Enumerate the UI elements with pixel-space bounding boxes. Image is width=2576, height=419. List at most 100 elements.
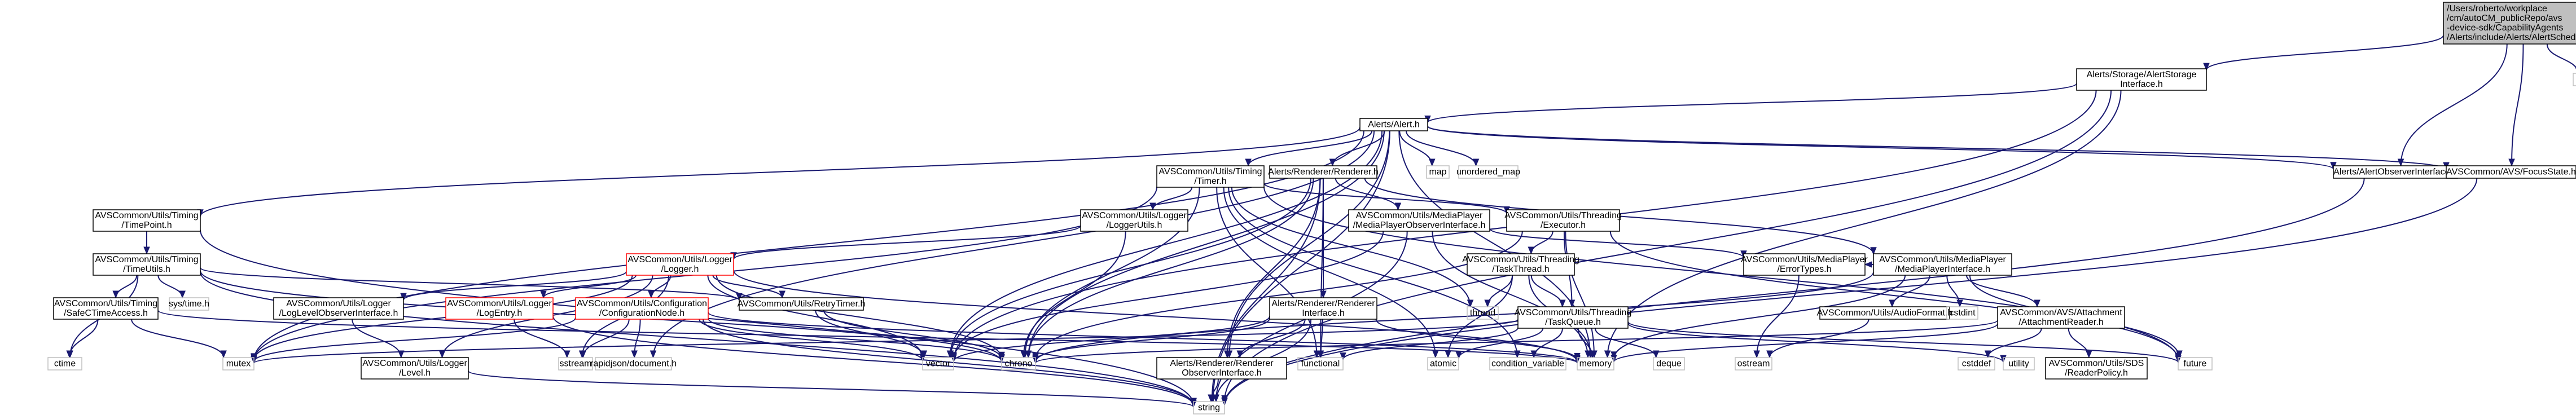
node-label-atomic: atomic (1430, 359, 1456, 369)
node-label-errortypes: /ErrorTypes.h (1777, 264, 1831, 274)
node-label-alertstorage: Alerts/Storage/AlertStorage (2087, 70, 2197, 80)
edge-confignode-to-memory (708, 311, 1578, 363)
node-label-mpi: /MediaPlayerInterface.h (1895, 264, 1990, 274)
edge-logger-to-retrytimer (712, 275, 783, 298)
node-ctime: ctime (47, 357, 82, 371)
node-sstream: sstream (558, 357, 593, 371)
edge-executor-to-future (1609, 231, 2179, 360)
edge-logger-to-loglevelobs (403, 271, 627, 301)
node-label-map: map (1429, 167, 1446, 177)
node-safectime[interactable]: AVSCommon/Utils/Timing/SafeCTimeAccess.h (53, 297, 159, 320)
arrowhead-confignode-to-rapidjson (631, 350, 638, 359)
node-label-taskqueue: AVSCommon/Utils/Threading (1515, 308, 1632, 317)
node-timer[interactable]: AVSCommon/Utils/Timing/Timer.h (1156, 165, 1265, 188)
edge-timeutils-to-retrytimer (200, 267, 740, 301)
node-label-logentry: /LogEntry.h (477, 308, 523, 318)
edge-confignode-to-string (702, 319, 1194, 405)
node-rapidjson: rapidjson/document.h (590, 357, 677, 371)
edge-renderer-to-vector (950, 178, 1311, 358)
dependency-nodes: /Users/roberto/workplace/cm/autoCM_publi… (47, 2, 2576, 414)
node-loglevel[interactable]: AVSCommon/Utils/Logger/Level.h (361, 357, 469, 380)
arrowhead-rendererobs-to-string (1208, 394, 1214, 403)
node-executor[interactable]: AVSCommon/Utils/Threading/Executor.h (1504, 209, 1622, 232)
node-box-ostream (1735, 357, 1772, 371)
node-label-rendererobs: ObserverInterface.h (1182, 368, 1261, 378)
node-audioformat[interactable]: AVSCommon/Utils/AudioFormat.h (1817, 306, 1953, 320)
node-memory: memory (1577, 357, 1614, 371)
edge-timer-to-executor (1263, 183, 1507, 214)
node-box-rapidjson (595, 357, 672, 371)
node-label-rendererif: Alerts/Renderer/Renderer (1271, 299, 1375, 308)
node-cstddef: cstddef (1958, 357, 1995, 371)
edge-alert-to-timer (1248, 130, 1373, 166)
edge-renderer-to-mpobs (1335, 178, 1399, 210)
node-logger[interactable]: AVSCommon/Utils/Logger/Logger.h (626, 253, 734, 276)
node-timeutils[interactable]: AVSCommon/Utils/Timing/TimeUtils.h (93, 253, 201, 276)
node-loglevelobs[interactable]: AVSCommon/Utils/Logger/LogLevelObserverI… (273, 297, 404, 320)
node-taskqueue[interactable]: AVSCommon/Utils/Threading/TaskQueue.h (1515, 306, 1632, 329)
node-label-mutex: mutex (226, 359, 251, 369)
edge-confignode-to-mutex (253, 317, 576, 362)
node-taskthread[interactable]: AVSCommon/Utils/Threading/TaskThread.h (1462, 253, 1579, 276)
node-label-sdsreader: /ReaderPolicy.h (2065, 368, 2128, 378)
node-retrytimer[interactable]: AVSCommon/Utils/RetryTimer.h (738, 297, 866, 311)
node-label-safectime: /SafeCTimeAccess.h (64, 308, 148, 318)
edge-alertobs-to-string (1224, 178, 2365, 405)
node-label-cstdint: cstdint (1949, 308, 1976, 318)
node-confignode[interactable]: AVSCommon/Utils/Configuration/Configurat… (575, 297, 709, 320)
node-rendererobs[interactable]: Alerts/Renderer/RendererObserverInterfac… (1156, 357, 1287, 380)
arrowhead-timepoint-to-timeutils (143, 246, 150, 255)
node-box-utility (2003, 357, 2035, 371)
node-sdsreader[interactable]: AVSCommon/Utils/SDS/ReaderPolicy.h (2045, 357, 2148, 380)
node-label-root: /Alerts/include/Alerts/AlertScheduler.h (2447, 33, 2576, 42)
node-systime: sys/time.h (169, 297, 209, 311)
node-chrono: chrono (1001, 357, 1036, 371)
node-box-confignode (575, 297, 709, 320)
edge-logger-to-vector (707, 275, 923, 358)
arrowhead-audioformat-to-ostream (1766, 350, 1773, 359)
edge-alert-to-timepoint (200, 127, 1361, 217)
node-label-confignode: AVSCommon/Utils/Configuration (577, 299, 707, 308)
node-alertobs[interactable]: Alerts/AlertObserverInterface.h (2333, 165, 2458, 179)
node-box-string (1193, 401, 1225, 414)
node-label-loggerutils: AVSCommon/Utils/Logger (1082, 211, 1187, 220)
node-box-set (2573, 73, 2576, 86)
node-label-logger: /Logger.h (661, 264, 699, 274)
node-box-deque (1653, 357, 1685, 371)
node-mpi[interactable]: AVSCommon/Utils/MediaPlayer/MediaPlayerI… (1873, 253, 2012, 276)
arrowhead-attreader-to-cstddef (1984, 350, 1991, 359)
edge-loggerutils-to-logger (733, 225, 1081, 260)
node-errortypes[interactable]: AVSCommon/Utils/MediaPlayer/ErrorTypes.h (1741, 253, 1868, 276)
node-label-cstddef: cstddef (1962, 359, 1991, 369)
node-timepoint[interactable]: AVSCommon/Utils/Timing/TimePoint.h (93, 209, 201, 232)
node-box-map (1426, 165, 1450, 179)
node-mpobs[interactable]: AVSCommon/Utils/MediaPlayer/MediaPlayerO… (1348, 209, 1490, 232)
node-string: string (1193, 401, 1225, 414)
edge-loglevel-to-string (468, 370, 1194, 408)
arrowhead-renderer-to-mpobs (1394, 202, 1402, 211)
node-box-chrono (1001, 357, 1036, 371)
arrowhead-taskthread-to-atomic (1445, 350, 1451, 359)
node-label-taskthread: AVSCommon/Utils/Threading (1462, 255, 1579, 264)
dependency-edges (66, 34, 2576, 408)
node-loggerutils[interactable]: AVSCommon/Utils/Logger/LoggerUtils.h (1080, 209, 1188, 232)
edge-logger-to-mutex (253, 275, 633, 360)
arrowhead-executor-to-taskqueue (1568, 299, 1576, 308)
node-logentry[interactable]: AVSCommon/Utils/Logger/LogEntry.h (445, 297, 554, 320)
edge-executor-to-taskthread (1530, 231, 1554, 254)
node-thread: thread (1467, 306, 1499, 320)
node-alert[interactable]: Alerts/Alert.h (1359, 118, 1428, 131)
node-label-root: /Users/roberto/workplace (2447, 4, 2547, 14)
edge-timer-to-atomic (1223, 187, 1436, 358)
arrowhead-taskthread-to-thread (1484, 299, 1491, 308)
node-label-deque: deque (1656, 359, 1682, 369)
arrowhead-root-to-focusstate (2508, 158, 2515, 167)
node-focusstate[interactable]: AVSCommon/AVS/FocusState.h (2446, 165, 2576, 179)
node-renderer[interactable]: Alerts/Renderer/Renderer.h (1268, 165, 1379, 179)
arrowhead-mpi-to-errortypes (1864, 261, 1872, 268)
edge-alert-to-renderer (1332, 130, 1385, 166)
node-attreader[interactable]: AVSCommon/AVS/Attachment/AttachmentReade… (1997, 306, 2125, 329)
edge-executor-to-memory (1565, 231, 1595, 358)
